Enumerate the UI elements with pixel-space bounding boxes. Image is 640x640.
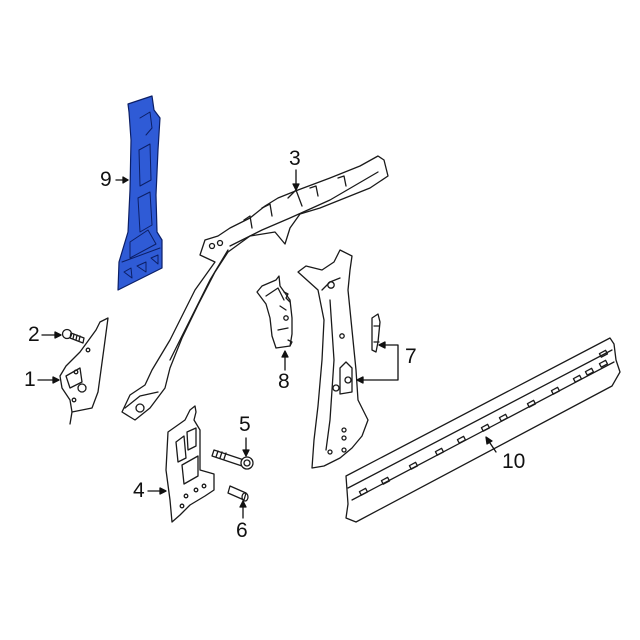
part-4-panel[interactable] [165, 405, 215, 523]
callout-5[interactable]: 5 [239, 413, 251, 436]
part-9-highlighted[interactable] [117, 95, 163, 291]
part-7-bracket[interactable] [371, 313, 381, 353]
part-1-bracket[interactable] [59, 317, 109, 425]
callout-7[interactable]: 7 [405, 345, 417, 368]
callout-10[interactable]: 10 [502, 450, 526, 473]
leader-arrows [37, 169, 497, 519]
callout-8[interactable]: 8 [278, 370, 290, 393]
callout-3[interactable]: 3 [289, 147, 301, 170]
callout-9[interactable]: 9 [100, 168, 112, 191]
part-8-reinforcement[interactable] [256, 275, 293, 349]
callout-4[interactable]: 4 [133, 479, 145, 502]
part-3-roof-rail[interactable] [121, 155, 389, 421]
part-2-bolt[interactable] [61, 328, 85, 344]
part-5-flange-bolt[interactable] [211, 449, 254, 470]
part-6-stud[interactable] [227, 485, 249, 502]
callout-2[interactable]: 2 [28, 323, 40, 346]
part-10-rocker[interactable] [345, 337, 621, 523]
callout-6[interactable]: 6 [236, 519, 248, 542]
callout-1[interactable]: 1 [24, 368, 36, 391]
b-pillar[interactable] [297, 249, 369, 469]
